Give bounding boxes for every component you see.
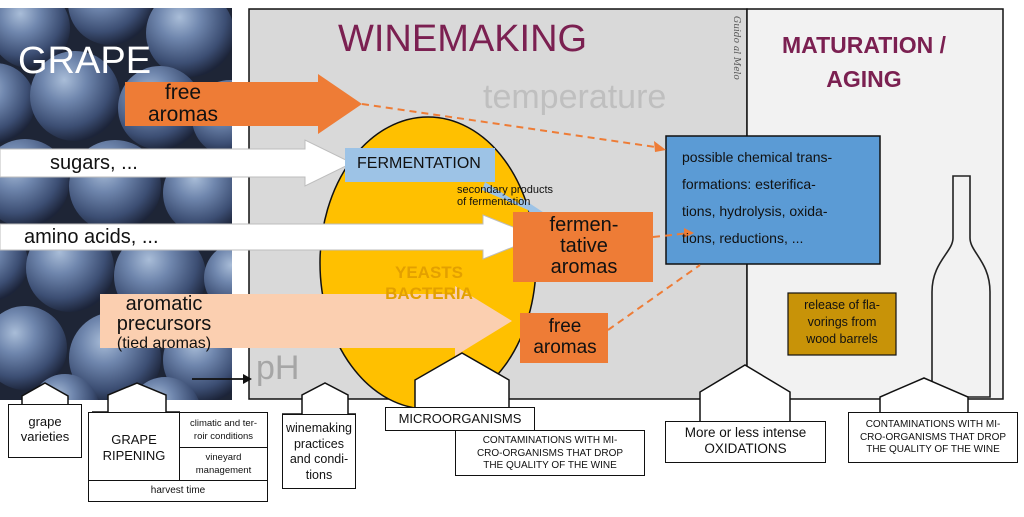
secondary-products-label: secondary products of fermentation: [457, 184, 553, 208]
grape-varieties-box: grape varieties: [8, 404, 82, 458]
climatic-line1: climatic and ter-: [189, 418, 258, 429]
maturation-title: MATURATION / AGING: [760, 28, 968, 96]
contamination-wine-line2: CRO-ORGANISMS THAT DROP: [476, 447, 624, 459]
dashed-ferm-to-chem: [652, 232, 691, 238]
varieties-line1: grape: [28, 414, 62, 429]
free-aromas-line1: free: [164, 81, 202, 104]
maturation-line2: AGING: [826, 66, 902, 92]
dashed-arrowhead: [654, 141, 666, 152]
fermentative-aromas-label: fermen- tative aromas: [520, 215, 648, 278]
secondary-line2: of fermentation: [457, 196, 531, 208]
free-aromas-2-label: free aromas: [522, 316, 608, 358]
oxidations-box: More or less intense OXIDATIONS: [665, 421, 826, 463]
temperature-label: temperature: [483, 78, 667, 116]
vineyard-line2: management: [195, 465, 252, 476]
ripening-line2: RIPENING: [102, 448, 166, 463]
chemical-box: [665, 135, 881, 265]
practices-line2: practices: [293, 436, 345, 451]
chemical-line3: tions, hydrolysis, oxida-: [682, 203, 828, 219]
practices-line1: winemaking: [285, 421, 352, 435]
chemical-line2: formations: esterifica-: [682, 176, 816, 192]
signature: Guido al Melo: [731, 16, 741, 80]
chemical-line4: tions, reductions, ...: [682, 230, 804, 246]
ripening-line1: GRAPE: [111, 432, 157, 447]
yeasts-label: YEASTS BACTERIA: [366, 262, 492, 304]
free-aromas-box: [520, 313, 608, 363]
winemaking-practices-box: winemaking practices and condi- tions: [282, 414, 356, 489]
winemaking-title: WINEMAKING: [338, 18, 588, 60]
fermentation-box: [345, 148, 495, 182]
sugars-label: sugars, ...: [50, 152, 138, 174]
ripening-pointer: [92, 382, 180, 413]
contamination-wine-line3: THE QUALITY OF THE WINE: [483, 460, 617, 471]
varieties-line2: varieties: [20, 429, 70, 444]
amino-acids-arrow: [0, 214, 540, 260]
grape-ripening-box: GRAPE RIPENING: [88, 412, 180, 481]
oxidations-line2: OXIDATIONS: [704, 441, 787, 456]
maturation-line1: MATURATION /: [782, 32, 946, 58]
sugars-arrow: [0, 139, 354, 187]
climatic-line2: roir conditions: [193, 431, 254, 442]
ph-label: pH: [256, 349, 300, 387]
vineyard-line1: vineyard: [205, 452, 242, 463]
precursors-line2: precursors: [116, 313, 212, 335]
fermentative-line2: tative: [560, 235, 608, 257]
secondary-line1: secondary products: [457, 184, 553, 196]
fermentative-line1: fermen-: [549, 214, 619, 236]
precursors-label: aromatic precursors (tied aromas): [98, 294, 230, 354]
precursors-arrow: [100, 286, 512, 356]
dashed-free-to-chem: [361, 103, 663, 149]
varieties-pointer: [12, 382, 78, 406]
fermentative-aromas-box: [513, 212, 653, 282]
wood-line1: release of fla-: [804, 298, 880, 312]
fermentation-label: FERMENTATION: [357, 155, 481, 172]
precursors-line3: (tied aromas): [116, 335, 212, 352]
yeasts-line2: BACTERIA: [385, 284, 473, 303]
dashed-arrowhead-2: [684, 228, 694, 238]
free-aromas-line2: aromas: [147, 103, 219, 126]
wood-box: [787, 292, 897, 356]
microorganisms-box: MICROORGANISMS: [385, 407, 535, 431]
chemical-line1: possible chemical trans-: [682, 149, 833, 165]
oxidations-line1: More or less intense: [684, 425, 807, 440]
wood-line3: wood barrels: [806, 332, 878, 346]
vineyard-box: vineyard management: [179, 447, 268, 481]
fermentative-line3: aromas: [550, 256, 618, 278]
dashed-free2-to-chem: [607, 264, 701, 331]
contamination-wine-box: CONTAMINATIONS WITH MI- CRO-ORGANISMS TH…: [455, 430, 645, 476]
contamination-wine-line1: CONTAMINATIONS WITH MI-: [482, 435, 618, 446]
free-aromas-label: free aromas: [128, 82, 238, 126]
ph-arrowhead: [243, 374, 252, 384]
bottle-icon: [931, 175, 991, 398]
contamination-aging-line3: THE QUALITY OF THE WINE: [866, 444, 1000, 455]
wood-line2: vorings from: [807, 315, 877, 329]
grape-title: GRAPE: [18, 40, 152, 82]
climatic-box: climatic and ter- roir conditions: [179, 412, 268, 448]
contamination-aging-line1: CONTAMINATIONS WITH MI-: [865, 419, 1001, 430]
yeasts-line1: YEASTS: [394, 263, 464, 282]
chemical-label: possible chemical trans- formations: est…: [682, 144, 832, 252]
practices-line3: and condi-: [289, 452, 349, 466]
free-aromas-2-line1: free: [548, 316, 582, 337]
precursors-line1: aromatic: [125, 293, 203, 315]
practices-line4: tions: [305, 467, 333, 482]
free-aromas-arrow: [125, 74, 362, 134]
contamination-aging-box: CONTAMINATIONS WITH MI- CRO-ORGANISMS TH…: [848, 412, 1018, 463]
wood-label: release of fla- vorings from wood barrel…: [789, 297, 895, 348]
harvest-box: harvest time: [88, 480, 268, 502]
amino-acids-label: amino acids, ...: [24, 226, 159, 248]
contamination-aging-line2: CRO-ORGANISMS THAT DROP: [859, 431, 1007, 443]
free-aromas-2-line2: aromas: [533, 337, 597, 358]
